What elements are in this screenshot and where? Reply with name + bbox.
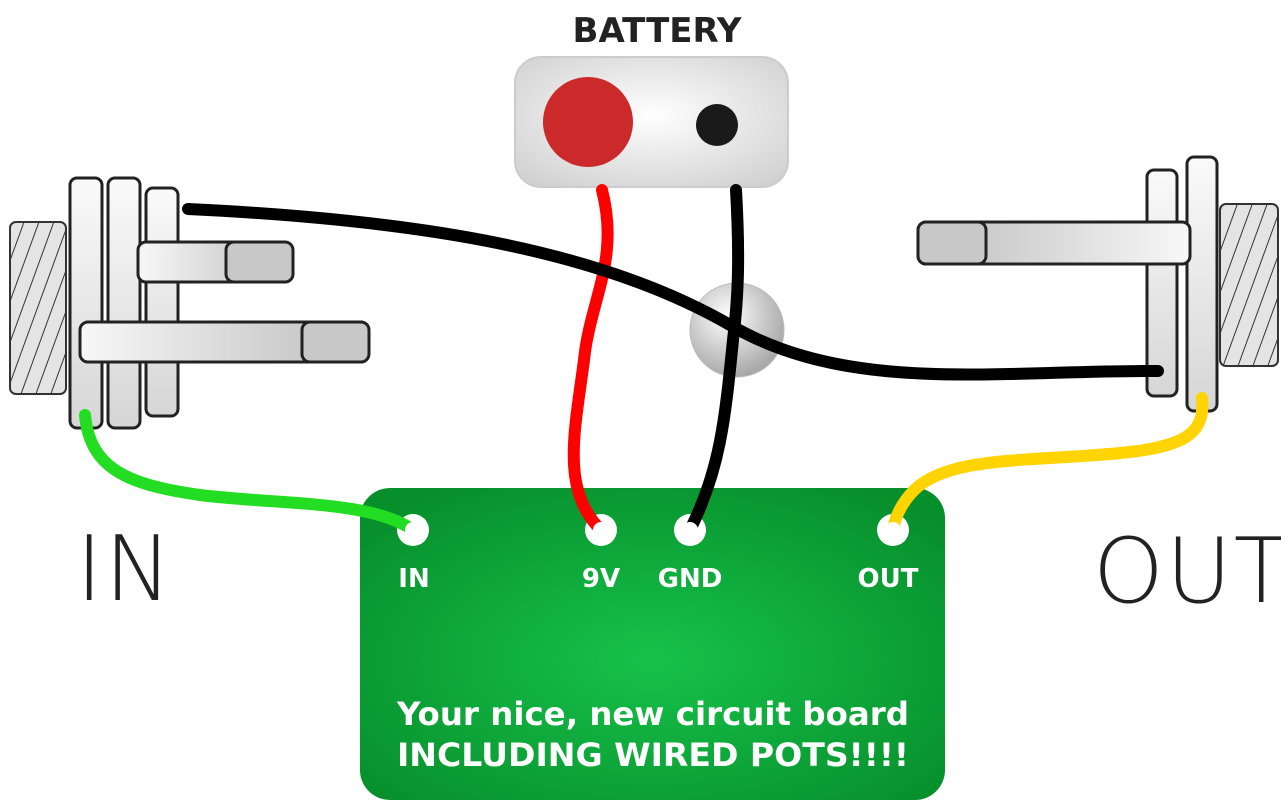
wire-black-jack-link [182,203,1164,381]
battery-label: BATTERY [573,11,742,51]
wire-black-ground [684,184,745,536]
battery: BATTERY [514,11,789,188]
wires [79,184,1209,538]
battery-negative-terminal [696,104,738,146]
board-caption-line2: INCLUDING WIRED POTS!!!! [397,736,909,774]
wire-green-input [79,409,419,536]
output-jack-thread [1219,203,1279,367]
board-caption-line1: Your nice, new circuit board [396,695,909,733]
board-pin-label-in: IN [398,564,429,594]
battery-positive-terminal [543,77,633,167]
output-jack [916,155,1279,413]
wire-yellow-output [887,392,1209,536]
input-jack [9,176,371,430]
wire-red-9v [567,184,614,536]
circuit-board: IN 9V GND OUT Your nice, new circuit boa… [360,488,945,800]
board-pin-label-9v: 9V [582,564,620,594]
input-jack-thread [9,221,67,395]
board-pin-label-out: OUT [858,564,919,594]
circuit-board-body [360,488,945,800]
in-label: IN [76,517,174,622]
board-pin-label-gnd: GND [658,564,723,594]
out-label: OUT [1093,519,1281,624]
